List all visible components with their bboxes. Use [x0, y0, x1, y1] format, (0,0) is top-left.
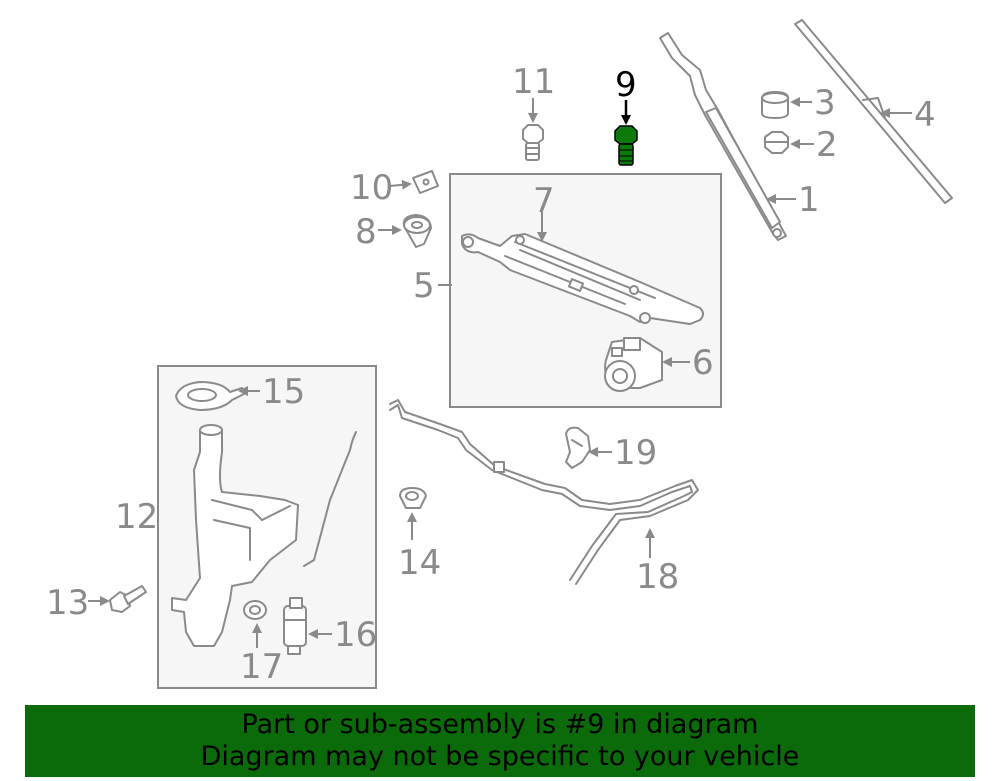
bolt-13-part[interactable] — [109, 585, 147, 613]
reservoir-hose — [303, 431, 357, 567]
callout-10: 10 — [350, 168, 393, 208]
grommet-8-part[interactable] — [402, 214, 432, 248]
arm-cap-part[interactable] — [761, 91, 789, 119]
washer-hose-part[interactable] — [389, 399, 699, 585]
callout-12: 12 — [115, 497, 158, 537]
bolt-11-part[interactable] — [522, 124, 544, 161]
wiper-motor-part[interactable] — [604, 337, 663, 392]
callout-11: 11 — [512, 62, 555, 102]
callout-17: 17 — [240, 647, 283, 687]
leader-10 — [389, 179, 412, 190]
bolt-9-part-highlighted[interactable] — [614, 125, 638, 166]
callout-6: 6 — [692, 343, 714, 383]
washer-pump-part[interactable] — [283, 597, 307, 655]
info-banner: Part or sub-assembly is #9 in diagram Di… — [25, 705, 975, 777]
grommet-17-part[interactable] — [243, 600, 267, 620]
grommet-14-part[interactable] — [399, 487, 427, 509]
wiper-arm-part[interactable] — [659, 32, 787, 241]
washer-reservoir-part[interactable] — [171, 424, 299, 647]
washer-nozzle-part[interactable] — [565, 426, 591, 469]
callout-19: 19 — [614, 433, 657, 473]
banner-line-2: Diagram may not be specific to your vehi… — [200, 741, 800, 772]
callout-9: 9 — [615, 65, 637, 105]
callout-18: 18 — [636, 557, 679, 597]
callout-1: 1 — [798, 180, 820, 220]
callout-16: 16 — [334, 615, 377, 655]
callout-2: 2 — [816, 125, 838, 165]
clip-10-part[interactable] — [412, 170, 439, 194]
wiper-linkage-part[interactable] — [461, 233, 704, 325]
callout-14: 14 — [398, 543, 441, 583]
callout-5: 5 — [413, 266, 435, 306]
callout-3: 3 — [814, 83, 836, 123]
callout-8: 8 — [355, 212, 377, 252]
parts-diagram: 4 1 3 2 11 9 10 — [46, 19, 953, 689]
callout-7: 7 — [533, 181, 555, 221]
callout-15: 15 — [262, 372, 305, 412]
arm-nut-part[interactable] — [764, 131, 789, 154]
banner-line-1: Part or sub-assembly is #9 in diagram — [241, 709, 759, 740]
callout-4: 4 — [914, 95, 936, 135]
callout-13: 13 — [46, 583, 89, 623]
